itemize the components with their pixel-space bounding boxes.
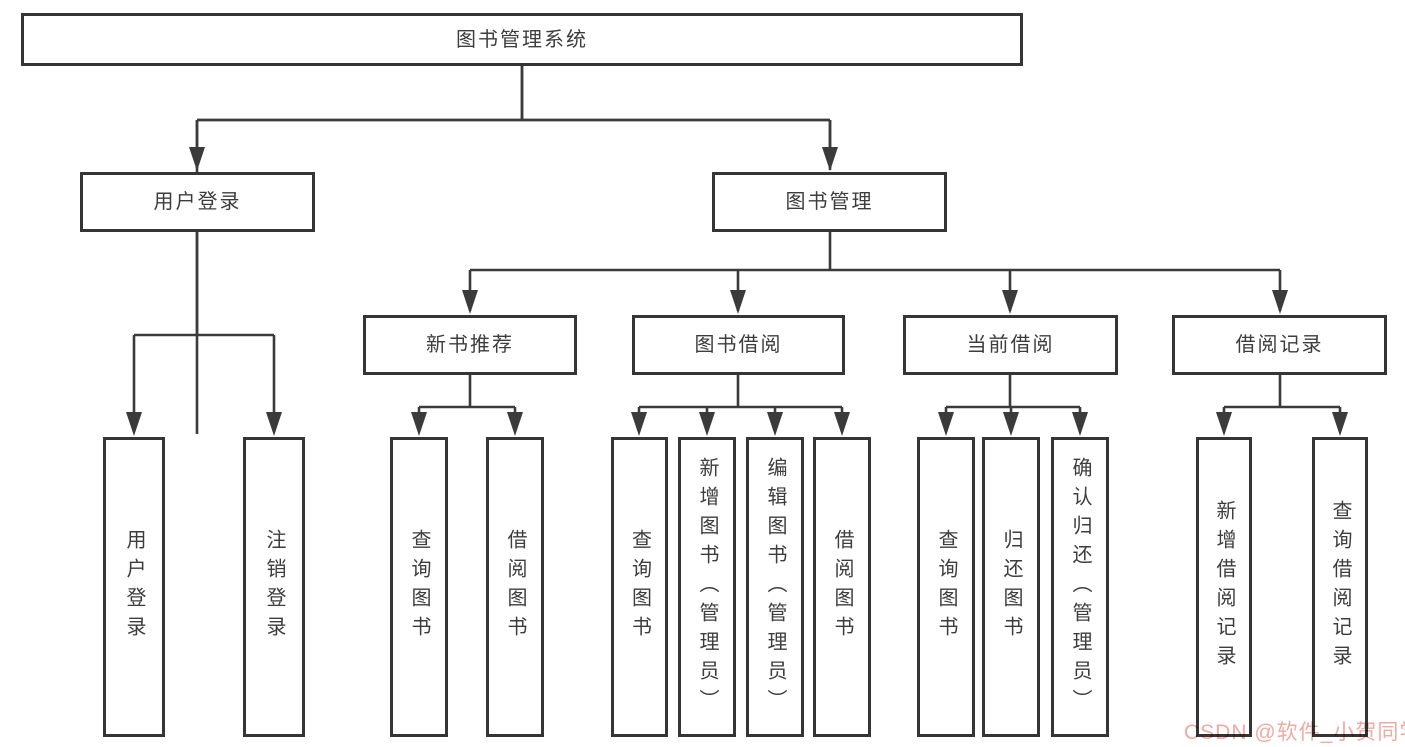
node-book-management: 图书管理: [712, 172, 947, 232]
leaf-edit-books-admin: 编辑图书（管理员）: [746, 437, 804, 737]
node-label: 用户登录: [153, 191, 242, 213]
leaf-label: 归还图书: [1000, 529, 1022, 645]
leaf-label: 查询图书: [935, 529, 957, 645]
leaf-label: 查询借阅记录: [1329, 500, 1351, 674]
node-borrow-records: 借阅记录: [1172, 315, 1387, 375]
leaf-label: 用户登录: [123, 529, 145, 645]
leaf-query-books: 查询图书: [917, 437, 975, 737]
leaf-label: 借阅图书: [504, 529, 526, 645]
leaf-query-books: 查询图书: [390, 437, 448, 737]
leaf-label: 确认归还（管理员）: [1069, 456, 1091, 718]
leaf-user-login: 用户登录: [103, 437, 165, 737]
node-label: 图书管理系统: [456, 28, 588, 51]
node-user-login: 用户登录: [80, 172, 315, 232]
leaf-add-books-admin: 新增图书（管理员）: [678, 437, 736, 737]
leaf-borrow-books: 借阅图书: [486, 437, 544, 737]
node-new-book-recommend: 新书推荐: [363, 315, 577, 375]
leaf-query-books: 查询图书: [611, 437, 668, 737]
leaf-confirm-return-admin: 确认归还（管理员）: [1051, 437, 1109, 737]
leaf-label: 查询图书: [408, 529, 430, 645]
node-library-management-system: 图书管理系统: [21, 13, 1023, 66]
leaf-logout: 注销登录: [243, 437, 305, 737]
wire-root: [195, 66, 832, 434]
node-label: 图书借阅: [694, 334, 783, 356]
csdn-watermark: CSDN @软件_小贺同学: [1184, 721, 1405, 744]
leaf-query-borrow-record: 查询借阅记录: [1312, 437, 1368, 737]
node-label: 新书推荐: [426, 334, 514, 356]
node-label: 借阅记录: [1235, 334, 1324, 356]
leaf-return-books: 归还图书: [982, 437, 1040, 737]
leaf-borrow-books: 借阅图书: [813, 437, 871, 737]
leaf-label: 借阅图书: [831, 529, 853, 645]
leaf-label: 编辑图书（管理员）: [764, 456, 786, 718]
node-current-borrow: 当前借阅: [903, 315, 1118, 375]
leaf-add-borrow-record: 新增借阅记录: [1196, 437, 1252, 737]
node-label: 图书管理: [785, 191, 874, 213]
leaf-label: 新增借阅记录: [1213, 500, 1235, 674]
node-book-borrow: 图书借阅: [632, 315, 845, 375]
leaf-label: 新增图书（管理员）: [696, 456, 718, 718]
leaf-label: 查询图书: [628, 529, 651, 645]
node-label: 当前借阅: [966, 334, 1055, 356]
leaf-label: 注销登录: [263, 529, 285, 645]
